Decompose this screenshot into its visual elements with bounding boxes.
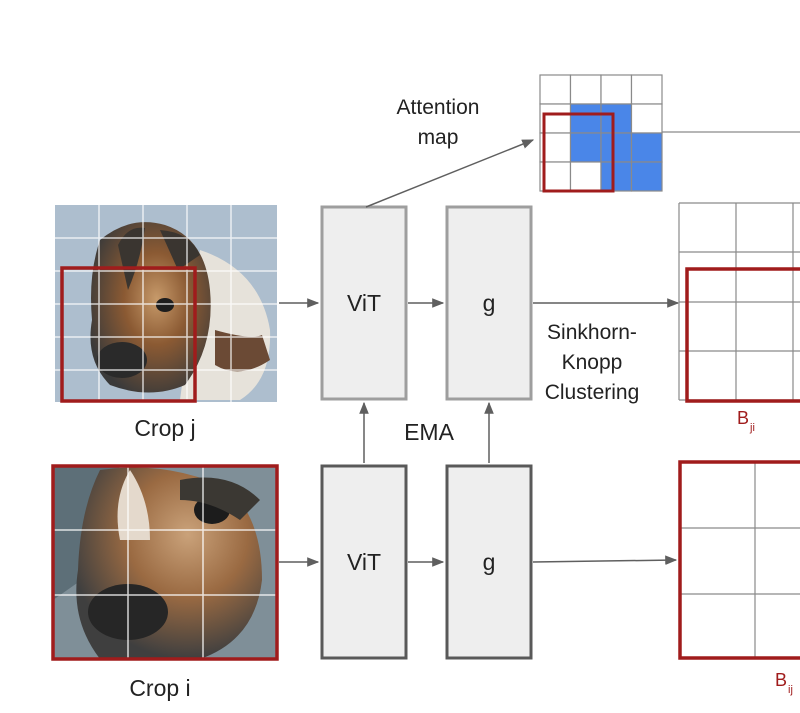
attention-label-line1: Attention [397,96,480,119]
vit-bottom-label: ViT [347,549,381,575]
bji-crop-box [685,267,800,403]
attention-map-cell-active [630,161,663,192]
bij-label-subscript: ij [788,684,793,696]
bij-label: B [775,670,787,690]
attention-map-cell-active [569,132,602,163]
crop-i-highlight-box [51,464,279,661]
attention-label-line2: map [418,126,459,149]
attention-map-cell [539,74,572,105]
sinkhorn-label-line3: Clustering [545,381,640,404]
attention-map-cell-active [630,132,663,163]
crop-j-image [55,205,277,403]
g-bottom-box [445,464,533,660]
attention-map-cell [600,74,633,105]
attention-map-cell [630,103,663,134]
attention-map-cell [569,161,602,192]
arrow-vit-to-attention [365,139,535,208]
attention-map-cell [569,74,602,105]
bji-label-subscript: ji [749,422,755,434]
arrow-g-to-bij [532,555,678,565]
attention-map-cell-active [600,103,633,134]
crop-i-image [51,464,279,661]
ema-label: EMA [404,419,455,445]
sinkhorn-label-line1: Sinkhorn- [547,321,637,344]
crop-i-label: Crop i [129,675,190,701]
bji-label: B [737,408,749,428]
bij-matrix-grid [680,462,800,659]
bij-crop-box [678,460,800,660]
attention-map-grid [539,74,663,192]
vit-top-label: ViT [347,290,381,316]
g-bottom-label: g [483,549,496,575]
attention-map-cell-active [600,161,633,192]
attention-map-cell [630,74,663,105]
attention-map-crop-box [542,112,615,193]
vit-top-box [320,205,408,401]
vit-bottom-box [320,464,408,660]
sinkhorn-label-line2: Knopp [562,351,623,374]
attention-map-cell-active [600,132,633,163]
crop-j-label: Crop j [134,415,195,441]
g-top-box [445,205,533,401]
attention-map-cell-active [569,103,602,134]
g-top-label: g [483,290,496,316]
bji-matrix-grid [678,202,800,401]
crop-j-highlight-box [60,266,197,403]
